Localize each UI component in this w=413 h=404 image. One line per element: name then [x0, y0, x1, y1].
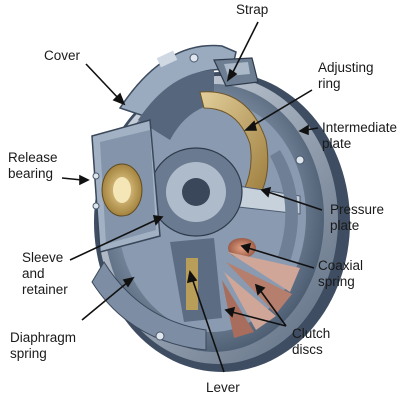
leader-coaxial-spring: [247, 247, 315, 269]
arrowhead-coaxial-spring: [240, 242, 252, 254]
label-adjusting-ring: Adjusting ring: [318, 60, 374, 91]
coaxial-spring-part: [228, 238, 256, 258]
leader-release-bearing: [61, 177, 83, 181]
arrowhead-adjusting-ring: [244, 120, 258, 131]
label-cover: Cover: [44, 48, 81, 63]
leader-lever: [191, 277, 225, 373]
arrowhead-clutch-discs-2: [224, 306, 236, 318]
arrowhead-diaphragm-spring: [122, 276, 135, 288]
label-coaxial-spring: Coaxial spring: [318, 258, 364, 289]
arrowhead-clutch-discs-1: [254, 283, 266, 296]
arrowhead-cover: [112, 92, 126, 106]
label-clutch-discs: Clutch discs: [292, 326, 331, 357]
arrowhead-lever: [186, 270, 198, 284]
label-pressure-plate: Pressure plate: [330, 202, 385, 233]
label-intermediate-plate: Intermediate plate: [322, 120, 398, 151]
arrowhead-pressure-plate: [260, 186, 272, 198]
leader-clutch-discs-2: [231, 311, 287, 327]
clutch-discs-part: [222, 252, 300, 338]
release-bearing-part: [91, 119, 161, 253]
arrowhead-sleeve-retainer: [152, 215, 164, 226]
leader-sleeve-retainer: [69, 219, 157, 261]
leader-cover: [85, 63, 121, 101]
arrowhead-strap: [226, 68, 238, 82]
label-lever: Lever: [206, 380, 240, 395]
arrowhead-intermediate-plate: [298, 124, 309, 136]
leader-clutch-discs-1: [259, 289, 287, 327]
cover-part: [118, 44, 237, 140]
label-diaphragm-spring: Diaphragm spring: [10, 330, 77, 361]
leader-pressure-plate: [267, 191, 323, 211]
leader-strap: [231, 21, 259, 75]
bolts: [92, 53, 305, 341]
label-strap: Strap: [236, 2, 269, 17]
label-sleeve-retainer: Sleeve and retainer: [22, 250, 68, 297]
leader-diaphragm-spring: [81, 281, 129, 321]
label-release-bearing: Release bearing: [8, 150, 58, 181]
leader-adjusting-ring: [251, 89, 313, 127]
arrowhead-release-bearing: [79, 174, 90, 186]
leader-lines: [61, 21, 323, 373]
hub-part: [149, 147, 243, 237]
